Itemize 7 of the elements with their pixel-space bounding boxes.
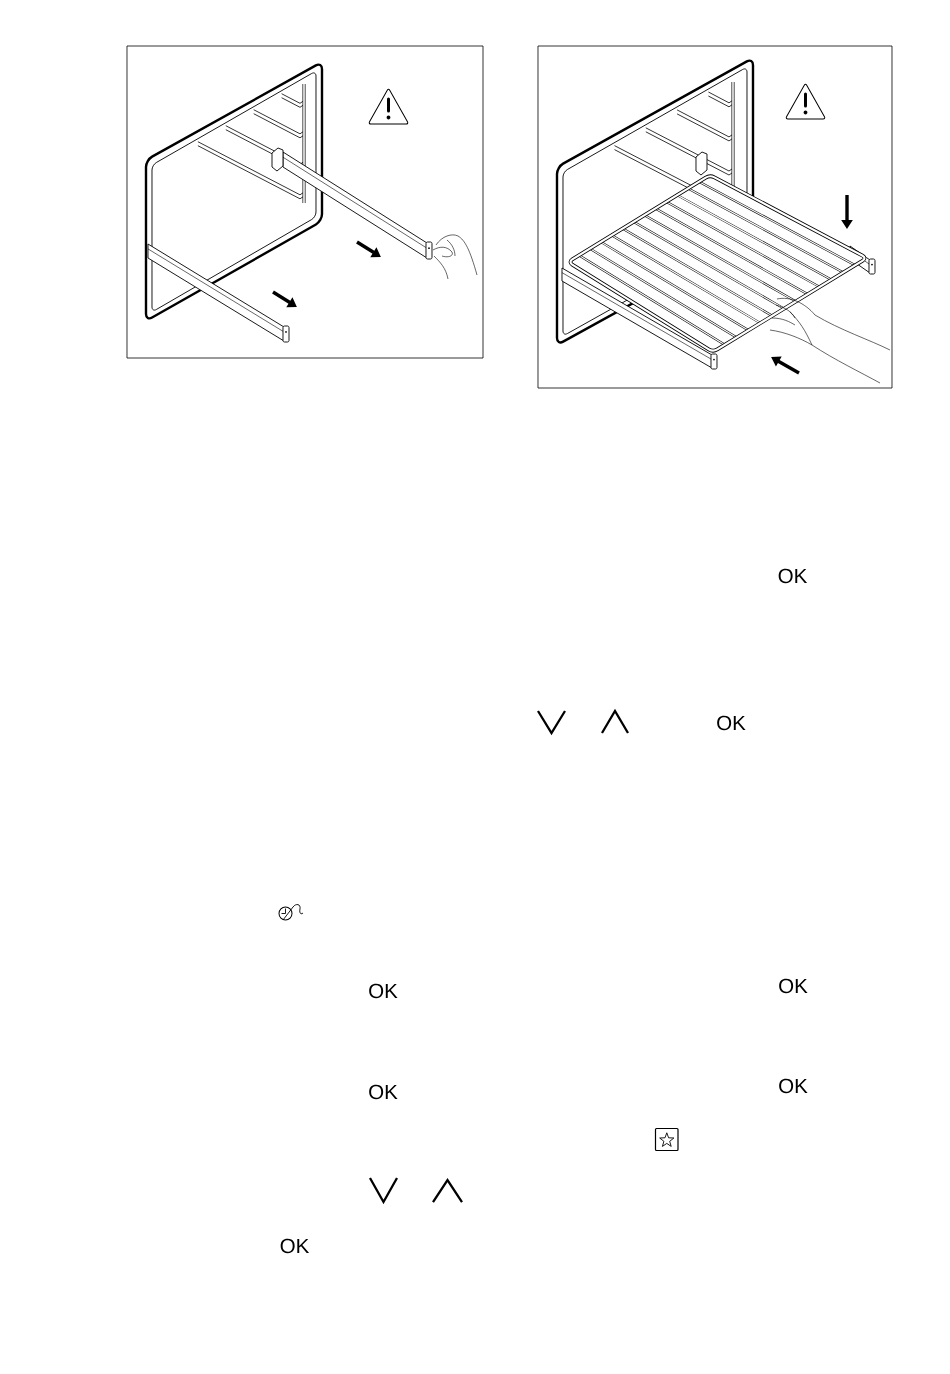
button-label: OK (369, 983, 398, 999)
button-label: OK (369, 1084, 398, 1100)
button-label: OK (779, 978, 808, 994)
button-label: OK (779, 1078, 808, 1094)
button-label: OK (280, 1238, 310, 1254)
button-label: OK (717, 715, 746, 731)
button-label: OK (778, 568, 808, 584)
